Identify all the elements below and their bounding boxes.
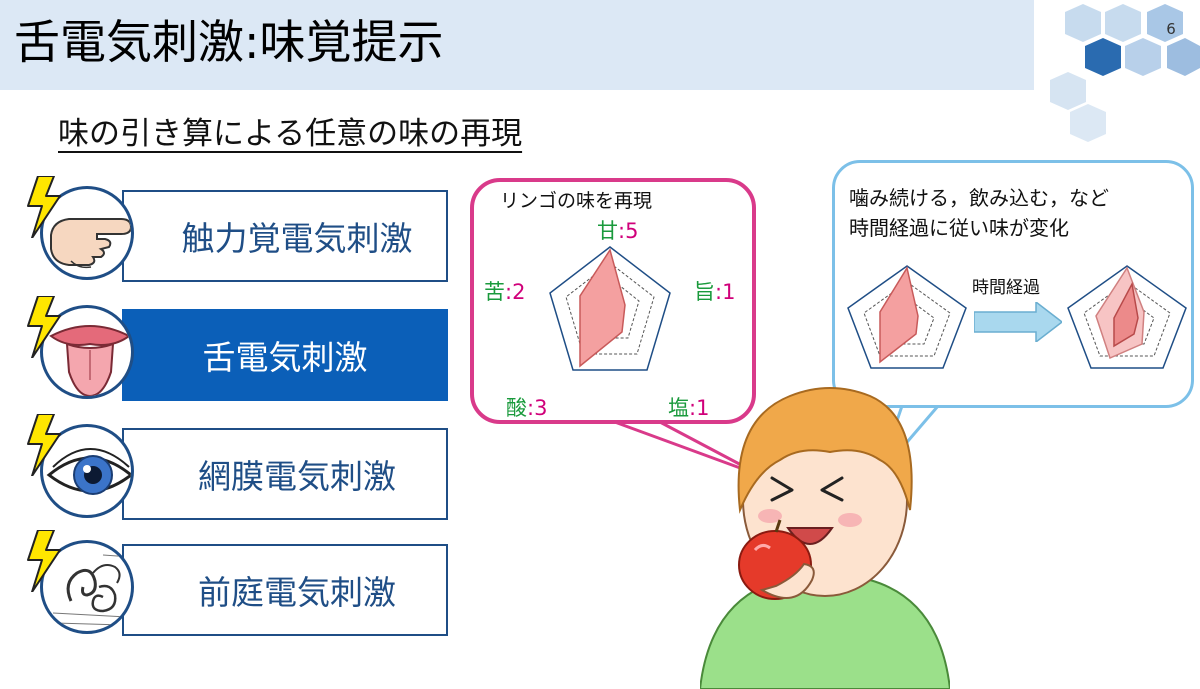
lightning-bolt-icon — [27, 296, 61, 358]
apple-radar-chart — [549, 246, 671, 371]
title-bar — [0, 0, 1034, 90]
boy-eating-apple-illustration — [700, 387, 950, 689]
method-label: 網膜電気刺激 — [198, 457, 396, 496]
method-label: 舌電気刺激 — [202, 338, 368, 377]
method-box-retina: 網膜電気刺激 — [122, 428, 448, 520]
slide-title: 舌電気刺激:味覚提示 — [14, 15, 444, 69]
radar-after-chart — [1067, 265, 1187, 369]
method-box-tongue: 舌電気刺激 — [122, 309, 448, 401]
time-arrow-label: 時間経過 — [972, 278, 1040, 298]
method-label: 触力覚電気刺激 — [181, 219, 413, 258]
method-box-haptic: 触力覚電気刺激 — [122, 190, 448, 282]
page-number: 6 — [1166, 20, 1176, 38]
time-bubble-line1: 噛み続ける，飲み込む，など — [849, 186, 1109, 210]
time-bubble-line2: 時間経過に従い味が変化 — [849, 216, 1069, 240]
radar-before-chart — [847, 265, 967, 369]
method-box-vestibular: 前庭電気刺激 — [122, 544, 448, 636]
taste-label-umami: 旨:1 — [694, 280, 736, 304]
apple-bubble-title: リンゴの味を再現 — [500, 190, 653, 212]
subtitle: 味の引き算による任意の味の再現 — [58, 116, 523, 152]
method-label: 前庭電気刺激 — [198, 573, 396, 612]
lightning-bolt-icon — [27, 414, 61, 476]
taste-label-salty: 塩:1 — [668, 396, 710, 420]
taste-label-sweet: 甘:5 — [597, 219, 639, 243]
inner-ear-icon — [40, 540, 134, 634]
hexagon-decoration-icon — [1050, 4, 1200, 142]
taste-label-sour: 酸:3 — [506, 396, 548, 420]
lightning-bolt-icon — [27, 530, 61, 592]
taste-label-bitter: 苦:2 — [484, 280, 526, 304]
arrow-right-icon — [974, 302, 1062, 342]
apple-taste-shape — [579, 248, 626, 368]
lightning-bolt-icon — [27, 176, 61, 238]
radar-outer-pentagon — [549, 246, 671, 371]
